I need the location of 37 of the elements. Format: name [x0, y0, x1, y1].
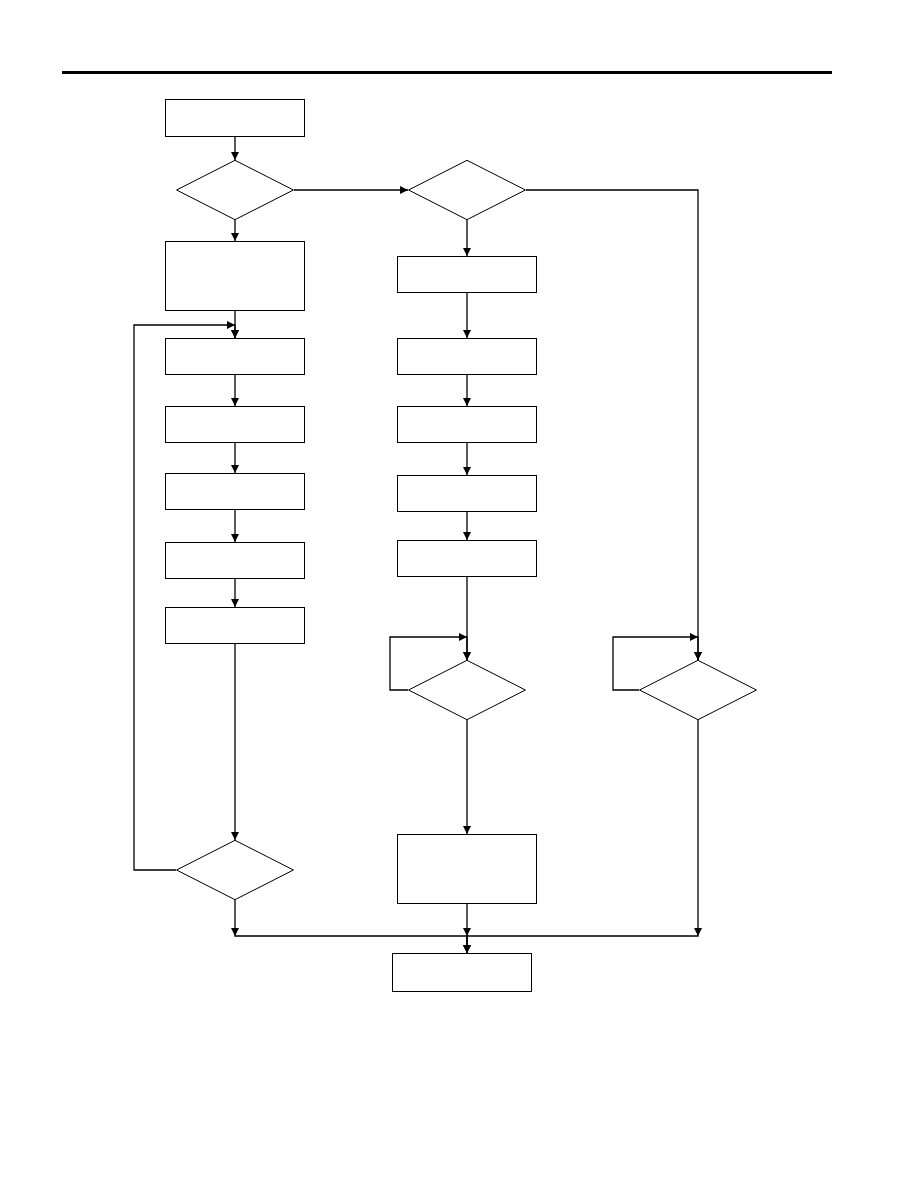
arrow	[463, 292, 471, 339]
loop-arrow	[389, 633, 471, 691]
loop-arrow	[612, 633, 702, 691]
process-box	[165, 99, 305, 137]
arrow	[463, 511, 471, 541]
decision-diamond	[408, 660, 526, 720]
arrow	[463, 719, 702, 954]
decision-diamond	[176, 840, 294, 900]
process-box	[165, 406, 305, 443]
arrow	[231, 219, 239, 242]
process-box	[392, 953, 532, 992]
arrow	[463, 374, 471, 407]
loop-arrow	[133, 321, 239, 871]
process-box	[397, 256, 537, 293]
process-box	[165, 607, 305, 644]
arrow	[231, 136, 239, 161]
process-box	[397, 834, 537, 904]
process-box	[165, 338, 305, 375]
decision-diamond	[176, 160, 294, 220]
arrow	[231, 643, 239, 841]
process-box	[397, 540, 537, 577]
process-box	[165, 542, 305, 579]
arrow	[463, 719, 471, 835]
process-box	[165, 473, 305, 510]
arrow	[231, 578, 239, 608]
process-box	[397, 406, 537, 443]
arrow	[231, 509, 239, 543]
arrow	[231, 442, 239, 474]
decision-diamond	[408, 160, 526, 220]
arrow	[231, 374, 239, 407]
decision-diamond	[639, 660, 757, 720]
arrow	[293, 186, 409, 194]
arrow	[463, 442, 471, 476]
arrow	[463, 219, 471, 257]
process-box	[165, 241, 305, 311]
process-box	[397, 475, 537, 512]
process-box	[397, 338, 537, 375]
